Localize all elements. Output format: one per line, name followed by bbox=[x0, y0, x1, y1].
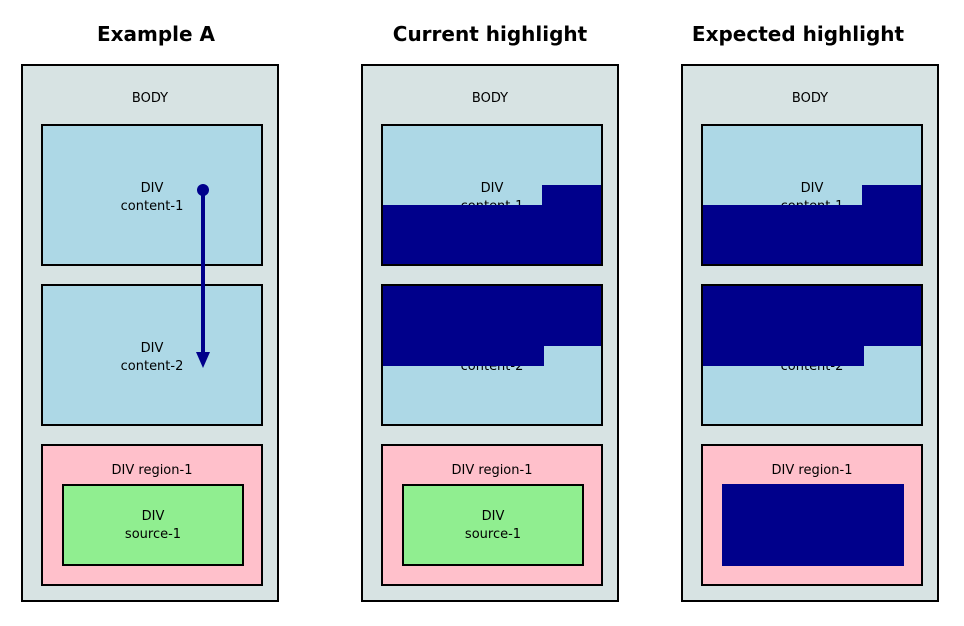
highlight-left-bottom bbox=[383, 344, 544, 366]
highlight-right-top bbox=[542, 185, 601, 207]
region-1-label: DIV region-1 bbox=[111, 463, 193, 478]
content-1-tag: DIV bbox=[800, 181, 824, 196]
title-expected-highlight: Expected highlight bbox=[691, 22, 905, 46]
region-1-label: DIV region-1 bbox=[771, 463, 853, 478]
highlight-upper-band bbox=[383, 286, 601, 346]
highlight-left-bottom bbox=[703, 344, 864, 366]
content-1-label: DIV content-1 bbox=[43, 180, 261, 216]
source-1-box: DIV source-1 bbox=[402, 484, 584, 566]
source-1-label: DIV source-1 bbox=[64, 508, 242, 544]
content-2-box: DIV content-2 bbox=[41, 284, 263, 426]
content-2-box: DIV content-2 bbox=[701, 284, 923, 426]
content-1-id: content-1 bbox=[120, 199, 184, 214]
title-current-highlight: Current highlight bbox=[392, 22, 588, 46]
region-1-label: DIV region-1 bbox=[451, 463, 533, 478]
content-2-id: content-2 bbox=[120, 359, 184, 374]
region-1-box: DIV region-1 bbox=[701, 444, 923, 586]
content-2-box: DIV content-2 bbox=[381, 284, 603, 426]
panel-current-highlight: BODY DIV content-1 DIV content-2 DIV reg… bbox=[361, 64, 619, 602]
source-1-box: DIV source-1 bbox=[62, 484, 244, 566]
arrow-head bbox=[196, 352, 210, 368]
source-1-tag: DIV bbox=[141, 509, 165, 524]
body-label: BODY bbox=[471, 91, 509, 106]
highlight-right-top bbox=[862, 185, 921, 207]
source-1-highlight bbox=[722, 484, 904, 566]
source-1-tag: DIV bbox=[481, 509, 505, 524]
content-2-tag: DIV bbox=[140, 341, 164, 356]
panel-example-a: BODY DIV content-1 DIV content-2 DIV reg… bbox=[21, 64, 279, 602]
selection-drag-arrow bbox=[196, 184, 210, 368]
content-1-tag: DIV bbox=[480, 181, 504, 196]
content-2-label: DIV content-2 bbox=[43, 340, 261, 376]
body-label: BODY bbox=[131, 91, 169, 106]
highlight-lower-band bbox=[703, 205, 921, 264]
highlight-upper-band bbox=[703, 286, 921, 346]
region-1-box: DIV region-1 DIV source-1 bbox=[41, 444, 263, 586]
source-1-id: source-1 bbox=[124, 527, 182, 542]
highlight-lower-band bbox=[383, 205, 601, 264]
source-1-id: source-1 bbox=[464, 527, 522, 542]
content-1-tag: DIV bbox=[140, 181, 164, 196]
content-1-box: DIV content-1 bbox=[701, 124, 923, 266]
body-label: BODY bbox=[791, 91, 829, 106]
content-1-box: DIV content-1 bbox=[41, 124, 263, 266]
title-example-a: Example A bbox=[96, 22, 216, 46]
source-1-label: DIV source-1 bbox=[404, 508, 582, 544]
content-1-box: DIV content-1 bbox=[381, 124, 603, 266]
panel-expected-highlight: BODY DIV content-1 DIV content-2 DIV reg… bbox=[681, 64, 939, 602]
region-1-box: DIV region-1 DIV source-1 bbox=[381, 444, 603, 586]
